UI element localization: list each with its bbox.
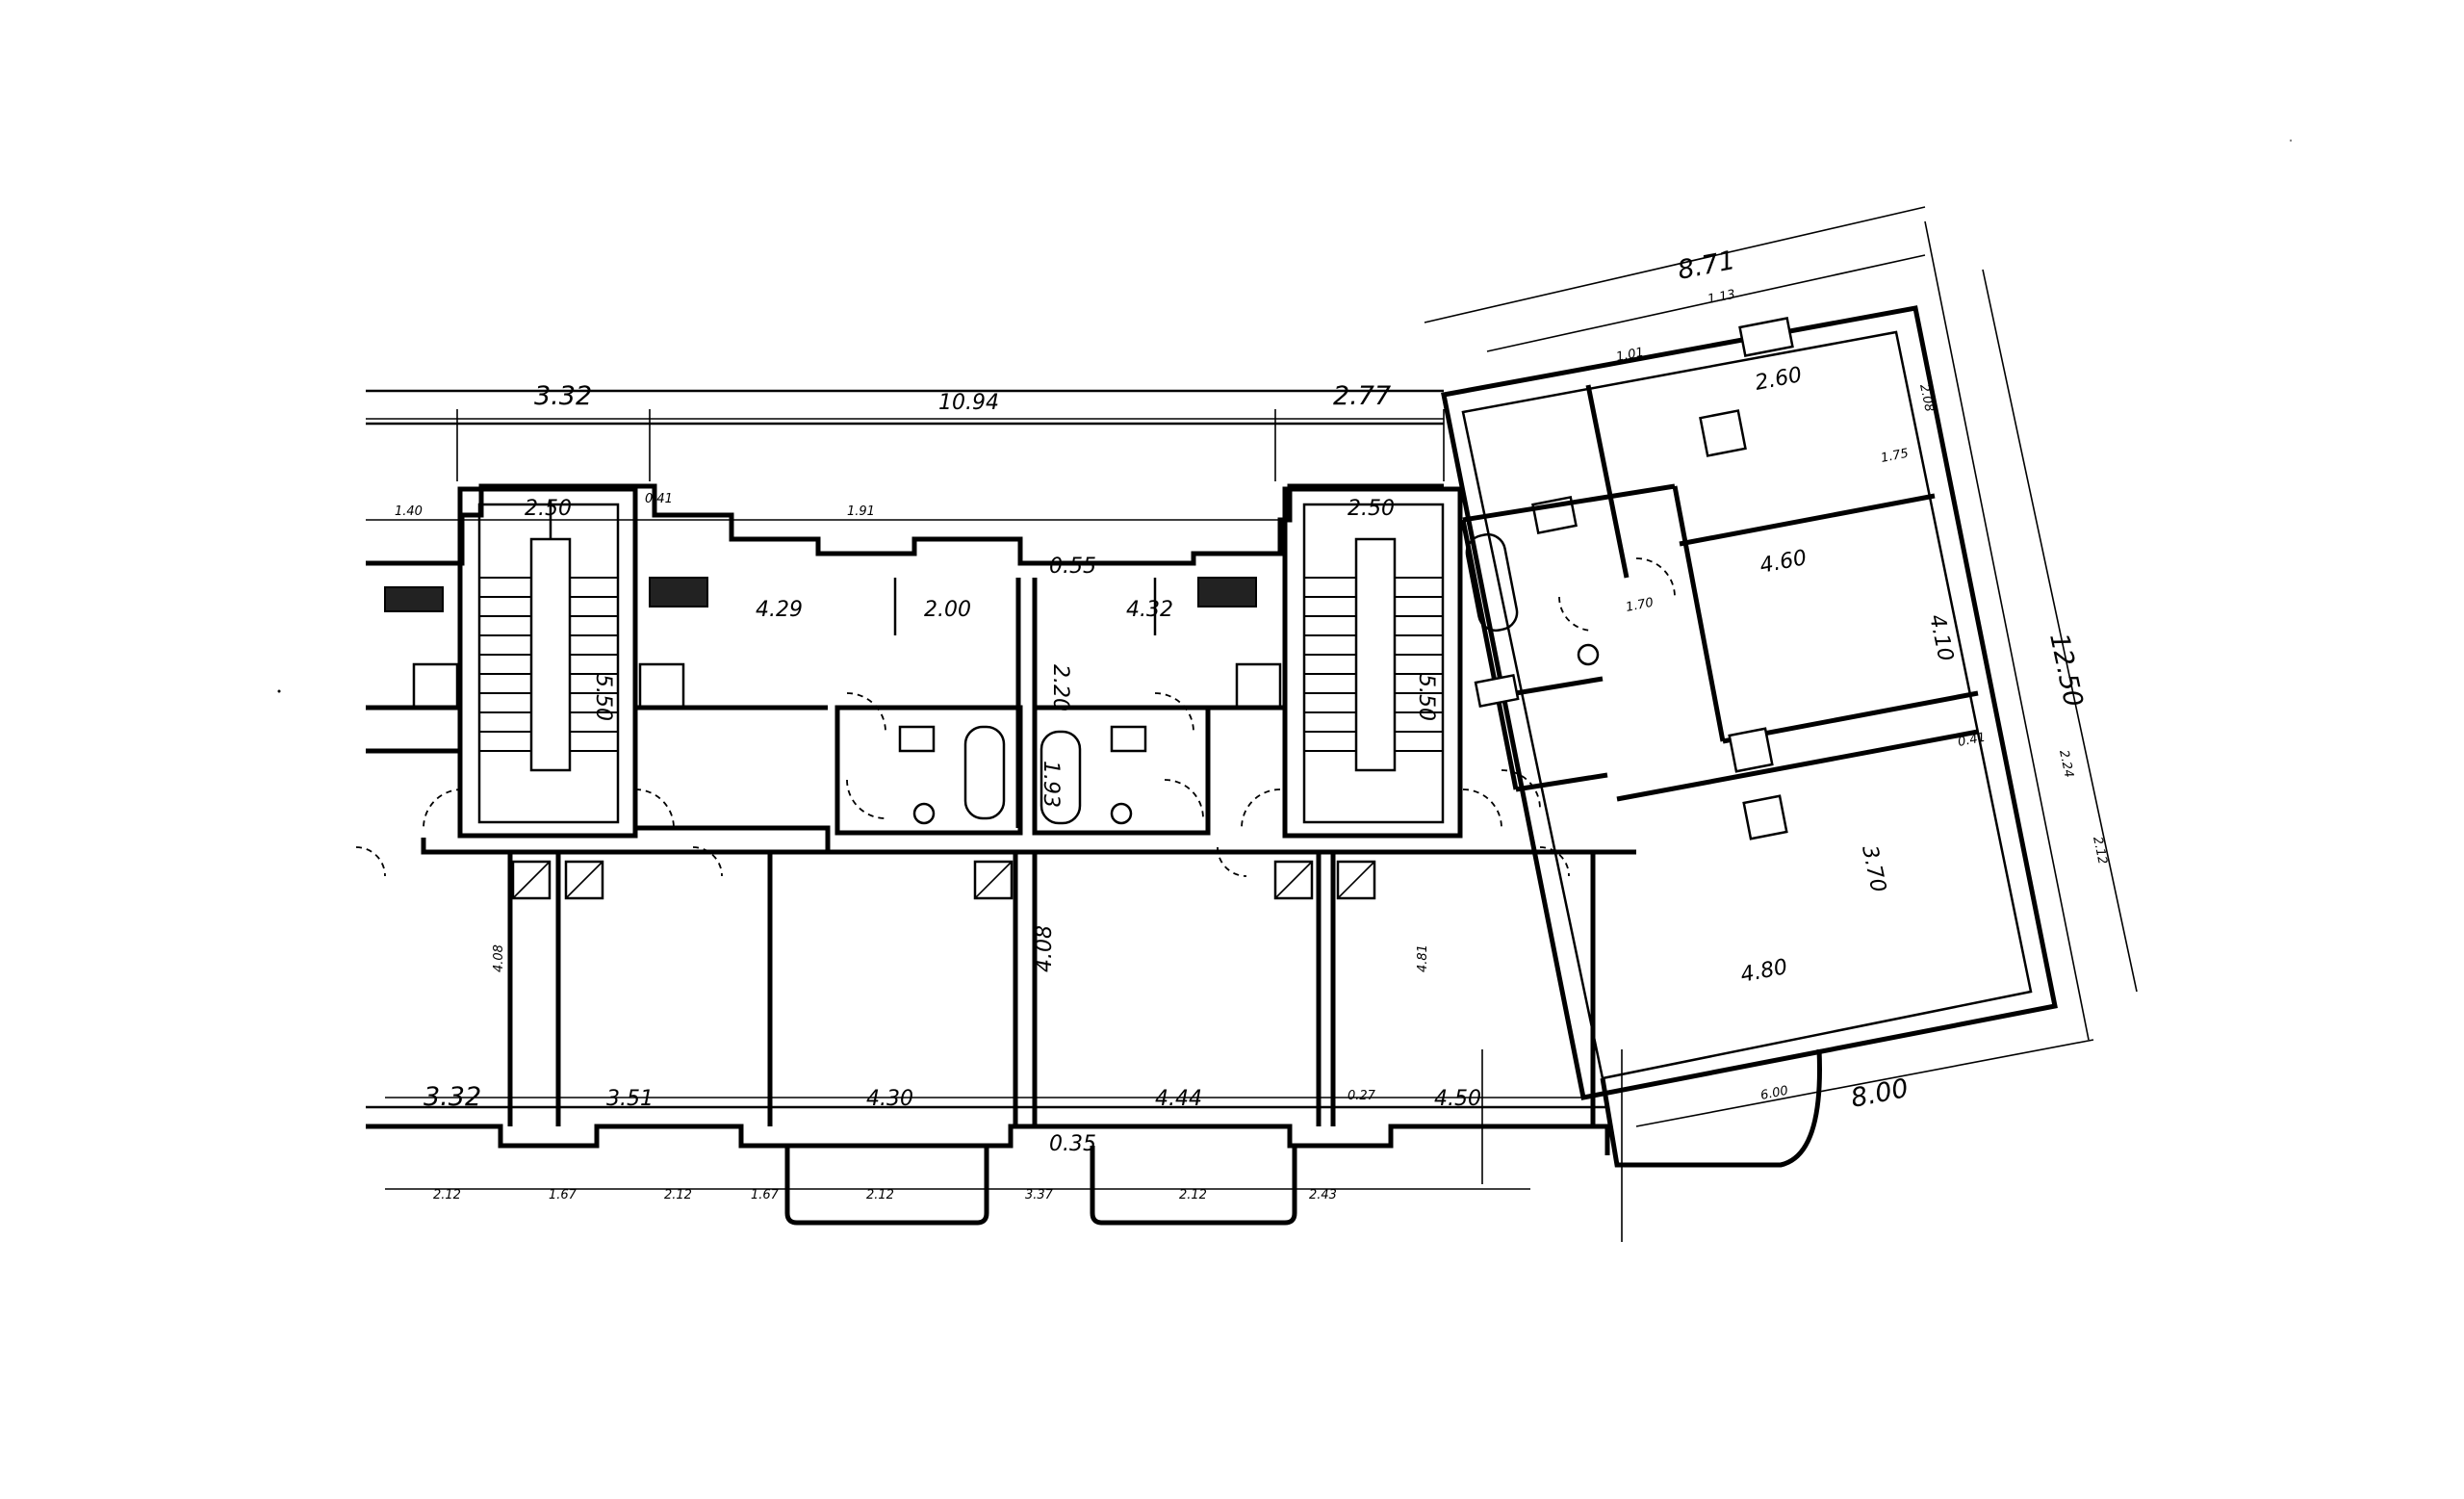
dim-bottom-5: 2.12 bbox=[866, 1188, 894, 1202]
dim-width-4: 4.44 bbox=[1155, 1087, 1202, 1111]
dim-misc-8: 6.00 bbox=[1759, 1084, 1789, 1103]
dim-bottom-4: 1.67 bbox=[751, 1188, 780, 1202]
dim-bottom-1: 2.12 bbox=[433, 1188, 461, 1202]
dim-depth-12: 2.24 bbox=[2056, 749, 2076, 779]
dimension-lines bbox=[366, 206, 2138, 1242]
staircase-right bbox=[1282, 486, 1463, 839]
dim-stair-run-r: 5.50 bbox=[1414, 674, 1438, 721]
dimension-labels: 3.32 10.94 2.77 8.71 12.50 8.00 2.50 2.5… bbox=[395, 246, 2110, 1202]
dim-width-2: 3.51 bbox=[606, 1087, 654, 1111]
dim-width-5: 4.50 bbox=[1434, 1087, 1481, 1111]
dim-bottom-7: 2.12 bbox=[1179, 1188, 1207, 1202]
dim-depth-11: 2.08 bbox=[1916, 383, 1937, 413]
interior-walls bbox=[355, 577, 1636, 1126]
dim-depth-13: 2.12 bbox=[2090, 836, 2110, 866]
dim-width-6: 4.80 bbox=[1738, 955, 1789, 988]
dim-bottom-6: 3.37 bbox=[1025, 1188, 1054, 1202]
dim-depth-2: 4.32 bbox=[1126, 598, 1173, 622]
dim-misc-7: 2.60 bbox=[1753, 363, 1804, 396]
dim-misc-6: 1.01 bbox=[1615, 346, 1645, 365]
dim-top-2: 10.94 bbox=[938, 391, 999, 415]
dim-wall-1: 0.41 bbox=[645, 492, 673, 506]
dim-depth-9: 3.70 bbox=[1857, 843, 1890, 894]
dim-depth-6: 4.08 bbox=[1033, 925, 1057, 972]
dim-top-3: 2.77 bbox=[1333, 381, 1391, 411]
dim-bottom-3: 2.12 bbox=[664, 1188, 692, 1202]
dim-misc-3: 1.70 bbox=[1625, 596, 1655, 615]
outer-walls bbox=[366, 389, 1610, 1226]
dim-bottom-2: 1.67 bbox=[549, 1188, 578, 1202]
dim-stair-width-r: 2.50 bbox=[1348, 497, 1395, 521]
dim-wall-5: 0.41 bbox=[1957, 731, 1987, 750]
dim-depth-7: 4.08 bbox=[492, 944, 506, 972]
dim-depth-8: 4.81 bbox=[1416, 944, 1430, 972]
dim-depth-1: 4.29 bbox=[756, 598, 803, 622]
dim-depth-4: 2.20 bbox=[1048, 664, 1072, 711]
dim-width-3: 4.30 bbox=[866, 1087, 913, 1111]
dim-misc-5: 1.13 bbox=[1707, 288, 1736, 307]
dim-wing-top: 8.71 bbox=[1675, 246, 1737, 286]
dim-wall-4: 0.35 bbox=[1049, 1132, 1096, 1156]
dim-misc-4: 1.75 bbox=[1880, 447, 1910, 466]
dim-stair-width-l: 2.50 bbox=[525, 497, 572, 521]
dim-misc-1: 1.40 bbox=[395, 504, 423, 519]
dim-misc-2: 1.91 bbox=[847, 504, 875, 519]
dim-bottom-8: 2.43 bbox=[1309, 1188, 1337, 1202]
dim-top-1: 3.32 bbox=[534, 381, 592, 411]
dim-depth-10: 4.10 bbox=[1924, 612, 1958, 663]
dim-wing-bottom: 8.00 bbox=[1848, 1073, 1911, 1114]
dim-width-7: 4.60 bbox=[1758, 546, 1809, 579]
dim-wall-2: 0.55 bbox=[1049, 555, 1096, 579]
dim-depth-3: 2.00 bbox=[924, 598, 971, 622]
staircase-left bbox=[457, 486, 638, 839]
dim-wing-side: 12.50 bbox=[2043, 631, 2088, 710]
dim-width-1: 3.32 bbox=[424, 1082, 481, 1112]
dim-wall-3: 0.27 bbox=[1348, 1089, 1376, 1103]
dim-stair-run-l: 5.50 bbox=[591, 674, 615, 721]
dim-depth-5: 1.93 bbox=[1039, 761, 1063, 808]
